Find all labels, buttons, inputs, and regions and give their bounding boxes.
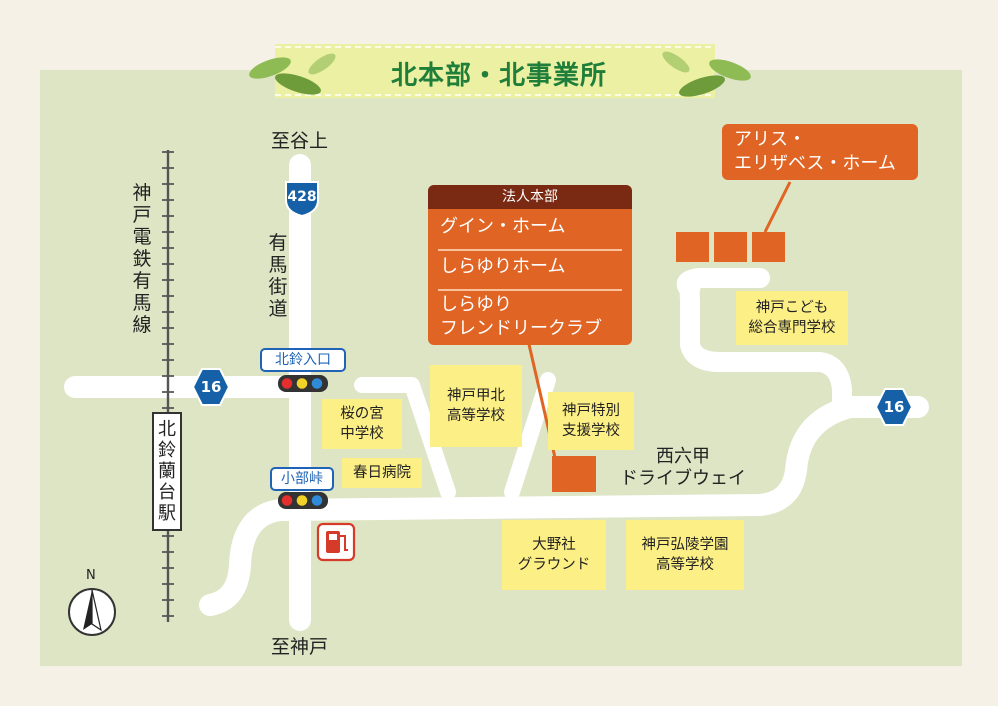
facility-gwin-home: グイン・ホーム <box>440 216 566 237</box>
facility-shirayuri-home: しらゆりホーム <box>440 256 566 277</box>
compass-icon <box>68 588 116 636</box>
drive-way-road <box>199 396 929 616</box>
side-road-a <box>354 377 456 500</box>
headquarters-block: 法人本部 グイン・ホーム しらゆりホーム しらゆり フレンドリークラブ <box>428 185 632 345</box>
route-16-number-west: 16 <box>200 378 222 396</box>
landmark-sakuranomiya: 桜の宮 中学校 <box>322 399 402 449</box>
alice-pointer-line <box>763 181 792 233</box>
landmark-koryo-school: 神戸弘陵学園 高等学校 <box>626 520 744 590</box>
traffic-light-icon <box>278 492 328 509</box>
landmark-kodomo-school: 神戸こども 総合専門学校 <box>736 291 848 345</box>
headquarters-header: 法人本部 <box>428 185 632 209</box>
gas-station-icon <box>316 522 356 562</box>
title-banner <box>249 44 751 98</box>
route-16-shield-east: 16 <box>874 387 914 427</box>
compass-label: N <box>86 568 96 583</box>
landmark-kasuga-hospital: 春日病院 <box>342 458 422 488</box>
facility-shirayuri-friendly-club: しらゆり フレンドリークラブ <box>440 294 602 339</box>
route-16-number-east: 16 <box>883 398 905 416</box>
page-title: 北本部・北事業所 <box>390 61 607 91</box>
alice-home-buildings <box>676 232 785 262</box>
traffic-light-icon <box>278 375 328 392</box>
route-428-shield: 428 <box>282 178 322 218</box>
signal-kobe-toge: 小部峠 <box>270 467 334 491</box>
alice-home-block: アリス・ エリザベス・ホーム <box>722 124 918 180</box>
leaf-left-icon <box>249 53 336 95</box>
direction-north: 至谷上 <box>271 130 329 152</box>
railway-label: 神戸電鉄有馬線 <box>132 182 152 336</box>
route-16-shield-west: 16 <box>191 367 231 407</box>
hq-building-marker <box>552 456 596 492</box>
drive-way-label: 西六甲 ドライブウェイ <box>620 446 746 489</box>
landmark-kobe-tokubetsu: 神戸特別 支援学校 <box>548 392 634 450</box>
school-loop-road <box>676 268 852 420</box>
signal-kitasuzu-iriguchi: 北鈴入口 <box>260 348 346 372</box>
alice-home-label: アリス・ エリザベス・ホーム <box>734 129 896 174</box>
leaf-right-icon <box>662 51 751 97</box>
landmark-onoya-ground: 大野社 グラウンド <box>502 520 606 590</box>
route-428-number: 428 <box>287 189 317 205</box>
landmark-kobe-kohoku: 神戸甲北 高等学校 <box>430 365 522 447</box>
direction-south: 至神戸 <box>271 636 329 658</box>
arima-kaido-label: 有馬街道 <box>268 232 288 320</box>
station-label: 北鈴蘭台駅 <box>152 412 182 531</box>
